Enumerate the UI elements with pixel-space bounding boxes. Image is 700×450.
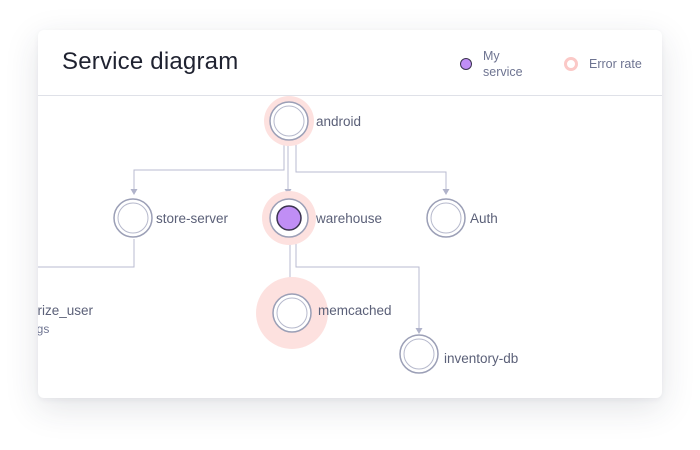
node-label-warehouse: warehouse (315, 211, 382, 226)
edge-android-auth (295, 144, 447, 189)
service-diagram-card: Service diagram My service Error rate (38, 30, 662, 398)
legend-my-service-label: My service (483, 49, 523, 79)
node-label-inventory-db: inventory-db (444, 351, 518, 366)
node-inner-ring (403, 338, 435, 370)
node-inner-ring (273, 105, 305, 137)
node-android[interactable]: android (264, 96, 361, 146)
error-rate-swatch-icon (564, 57, 578, 71)
node-memcached[interactable]: memcached (256, 277, 392, 349)
edge-warehouse-inventory-db (295, 239, 420, 328)
node-label-authorize-user: orize_user (38, 303, 94, 318)
node-inventory-db[interactable]: inventory-db (399, 334, 518, 374)
service-graph: android store-server warehouse Auth oriz… (38, 96, 518, 374)
arrow-store-server (130, 189, 138, 195)
edge-store-server-authorize-user (38, 239, 135, 268)
node-label-memcached: memcached (318, 303, 392, 318)
node-label-auth: Auth (470, 211, 498, 226)
arrow-inventory-db (415, 328, 423, 334)
arrow-auth (442, 189, 450, 195)
node-store-server[interactable]: store-server (113, 198, 229, 238)
edge-android-store-server (133, 144, 285, 189)
legend-error-rate-label: Error rate (589, 57, 642, 71)
node-label-android: android (316, 114, 361, 129)
legend-my-service: My service (460, 48, 537, 80)
node-inner-ring (430, 202, 462, 234)
card-header: Service diagram My service Error rate (38, 30, 662, 96)
node-authorize-user[interactable]: orize_user ogs (38, 303, 94, 336)
node-inner-ring (117, 202, 149, 234)
my-service-swatch-icon (460, 58, 472, 70)
my-service-marker (276, 205, 302, 231)
legend-error-rate: Error rate (564, 56, 642, 72)
node-inner-ring (276, 297, 308, 329)
node-sublabel-authorize-user: ogs (38, 322, 49, 336)
node-auth[interactable]: Auth (426, 198, 498, 238)
node-label-store-server: store-server (156, 211, 229, 226)
node-warehouse[interactable]: warehouse (262, 191, 382, 245)
page-title: Service diagram (62, 48, 239, 75)
